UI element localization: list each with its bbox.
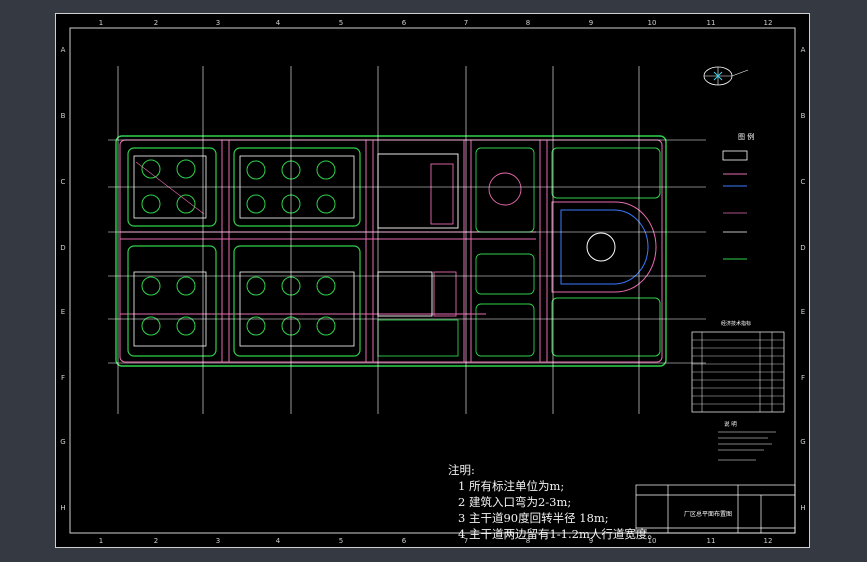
- column-label-top: 10: [648, 19, 657, 27]
- road-network: [120, 140, 548, 362]
- column-label-bottom: 7: [464, 537, 468, 545]
- building-center: [377, 153, 459, 357]
- column-label-top: 4: [276, 19, 281, 27]
- row-label-left: C: [61, 178, 66, 186]
- block-s-center: [233, 245, 361, 357]
- column-label-bottom: 3: [216, 537, 220, 545]
- legend-title: 图 例: [738, 132, 754, 141]
- row-label-right: D: [800, 244, 805, 252]
- column-label-top: 11: [707, 19, 716, 27]
- column-label-top: 9: [589, 19, 593, 27]
- legend: 图 例: [722, 132, 754, 260]
- column-label-top: 5: [339, 19, 343, 27]
- row-label-right: F: [801, 374, 805, 382]
- admin-zone: [551, 147, 661, 357]
- row-label-left: F: [61, 374, 65, 382]
- note-item-3: 3 主干道90度回转半径 18m;: [458, 511, 609, 525]
- column-label-top: 3: [216, 19, 220, 27]
- indicator-table: 经济技术指标: [691, 320, 785, 413]
- compass-icon: [703, 66, 749, 86]
- column-label-top: 1: [99, 19, 103, 27]
- column-label-bottom: 9: [589, 537, 593, 545]
- column-label-bottom: 1: [99, 537, 103, 545]
- block-sw: [127, 245, 217, 357]
- note-item-2: 2 建筑入口弯为2-3m;: [458, 495, 572, 509]
- inner-border: [69, 27, 796, 534]
- column-label-bottom: 2: [154, 537, 158, 545]
- row-label-right: A: [801, 46, 806, 54]
- row-label-right: H: [800, 504, 805, 512]
- note-item-1: 1 所有标注单位为m;: [458, 479, 565, 493]
- column-label-bottom: 8: [526, 537, 530, 545]
- title-block: [635, 484, 796, 534]
- row-label-left: H: [60, 504, 65, 512]
- row-labels-right: A B C D E F G H: [800, 46, 805, 512]
- row-label-right: B: [801, 112, 806, 120]
- column-label-bottom: 5: [339, 537, 343, 545]
- site-boundary: [115, 135, 667, 367]
- right-notes: 说 明: [718, 420, 776, 461]
- column-label-top: 2: [154, 19, 158, 27]
- row-label-left: B: [61, 112, 66, 120]
- row-label-left: D: [60, 244, 65, 252]
- notes-title: 注明:: [448, 463, 475, 477]
- row-labels-left: A B C D E F G H: [60, 46, 65, 512]
- site-boundary-inner: [119, 139, 663, 363]
- row-label-left: A: [61, 46, 66, 54]
- column-label-top: 8: [526, 19, 530, 27]
- row-label-right: G: [800, 438, 805, 446]
- column-label-bottom: 4: [276, 537, 281, 545]
- row-label-left: E: [61, 308, 65, 316]
- drawing-name: 厂区总平面布置图: [684, 510, 732, 518]
- column-label-bottom: 12: [764, 537, 773, 545]
- column-label-bottom: 10: [648, 537, 657, 545]
- indicator-table-title: 经济技术指标: [721, 320, 751, 327]
- right-notes-title: 说 明: [724, 420, 737, 428]
- column-label-top: 12: [764, 19, 773, 27]
- building-east: [475, 147, 535, 357]
- column-label-bottom: 11: [707, 537, 716, 545]
- row-label-right: C: [801, 178, 806, 186]
- general-notes: 注明: 1 所有标注单位为m; 2 建筑入口弯为2-3m; 3 主干道90度回转…: [448, 462, 659, 542]
- column-label-top: 7: [464, 19, 468, 27]
- column-label-bottom: 6: [402, 537, 407, 545]
- row-label-left: G: [60, 438, 65, 446]
- note-item-4: 4 主干道两边留有1-1.2m人行道宽度。: [458, 527, 659, 541]
- grid-leaders: [108, 66, 706, 414]
- column-label-top: 6: [402, 19, 407, 27]
- row-label-right: E: [801, 308, 805, 316]
